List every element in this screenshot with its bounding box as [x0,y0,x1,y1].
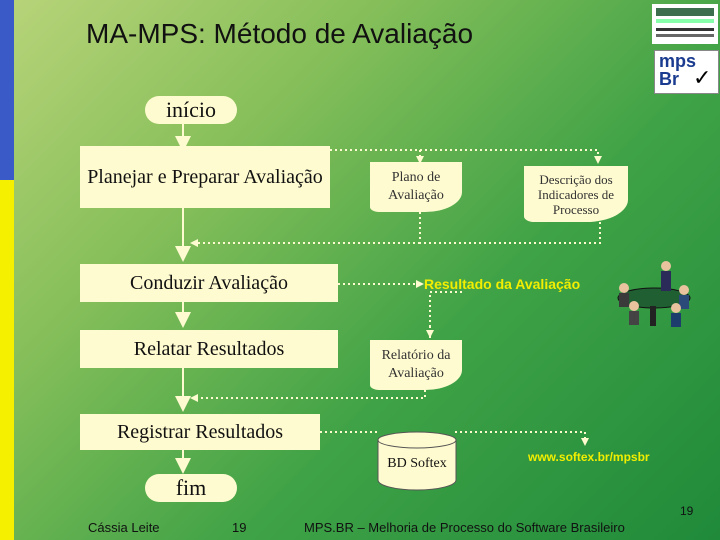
sidebar-blue-band [0,0,14,180]
label-resultado-avaliacao: Resultado da Avaliação [424,276,581,292]
footer-page-left: 19 [232,520,247,535]
start-terminal: início [145,96,237,124]
doc-indicadores-processo: Descrição dos Indicadores de Processo [524,166,628,222]
website-link[interactable]: www.softex.br/mpsbr [528,450,650,464]
step-planejar: Planejar e Preparar Avaliação [80,146,330,208]
step-relatar: Relatar Resultados [80,330,338,368]
doc-relatorio-avaliacao: Relatório da Avaliação [370,340,462,390]
slide-title: MA-MPS: Método de Avaliação [86,18,474,49]
footer-page-right: 19 [680,504,694,518]
doc-plano-avaliacao: Plano de Avaliação [370,162,462,212]
footer-subtitle: MPS.BR – Melhoria de Processo do Softwar… [304,520,625,535]
sidebar-yellow-band [0,180,14,540]
step-registrar: Registrar Resultados [80,414,320,450]
slide-sidebar [0,0,14,540]
checkmark-icon: ✓ [693,65,712,90]
end-terminal: fim [145,474,237,502]
meeting-illustration [617,261,691,327]
step-conduzir: Conduzir Avaliação [80,264,338,302]
database-icon [377,431,457,491]
footer-author: Cássia Leite [88,520,160,535]
database-label: BD Softex [387,456,447,471]
mpsbr-logo: mps Br ✓ [654,50,719,94]
softex-logo [652,4,718,44]
